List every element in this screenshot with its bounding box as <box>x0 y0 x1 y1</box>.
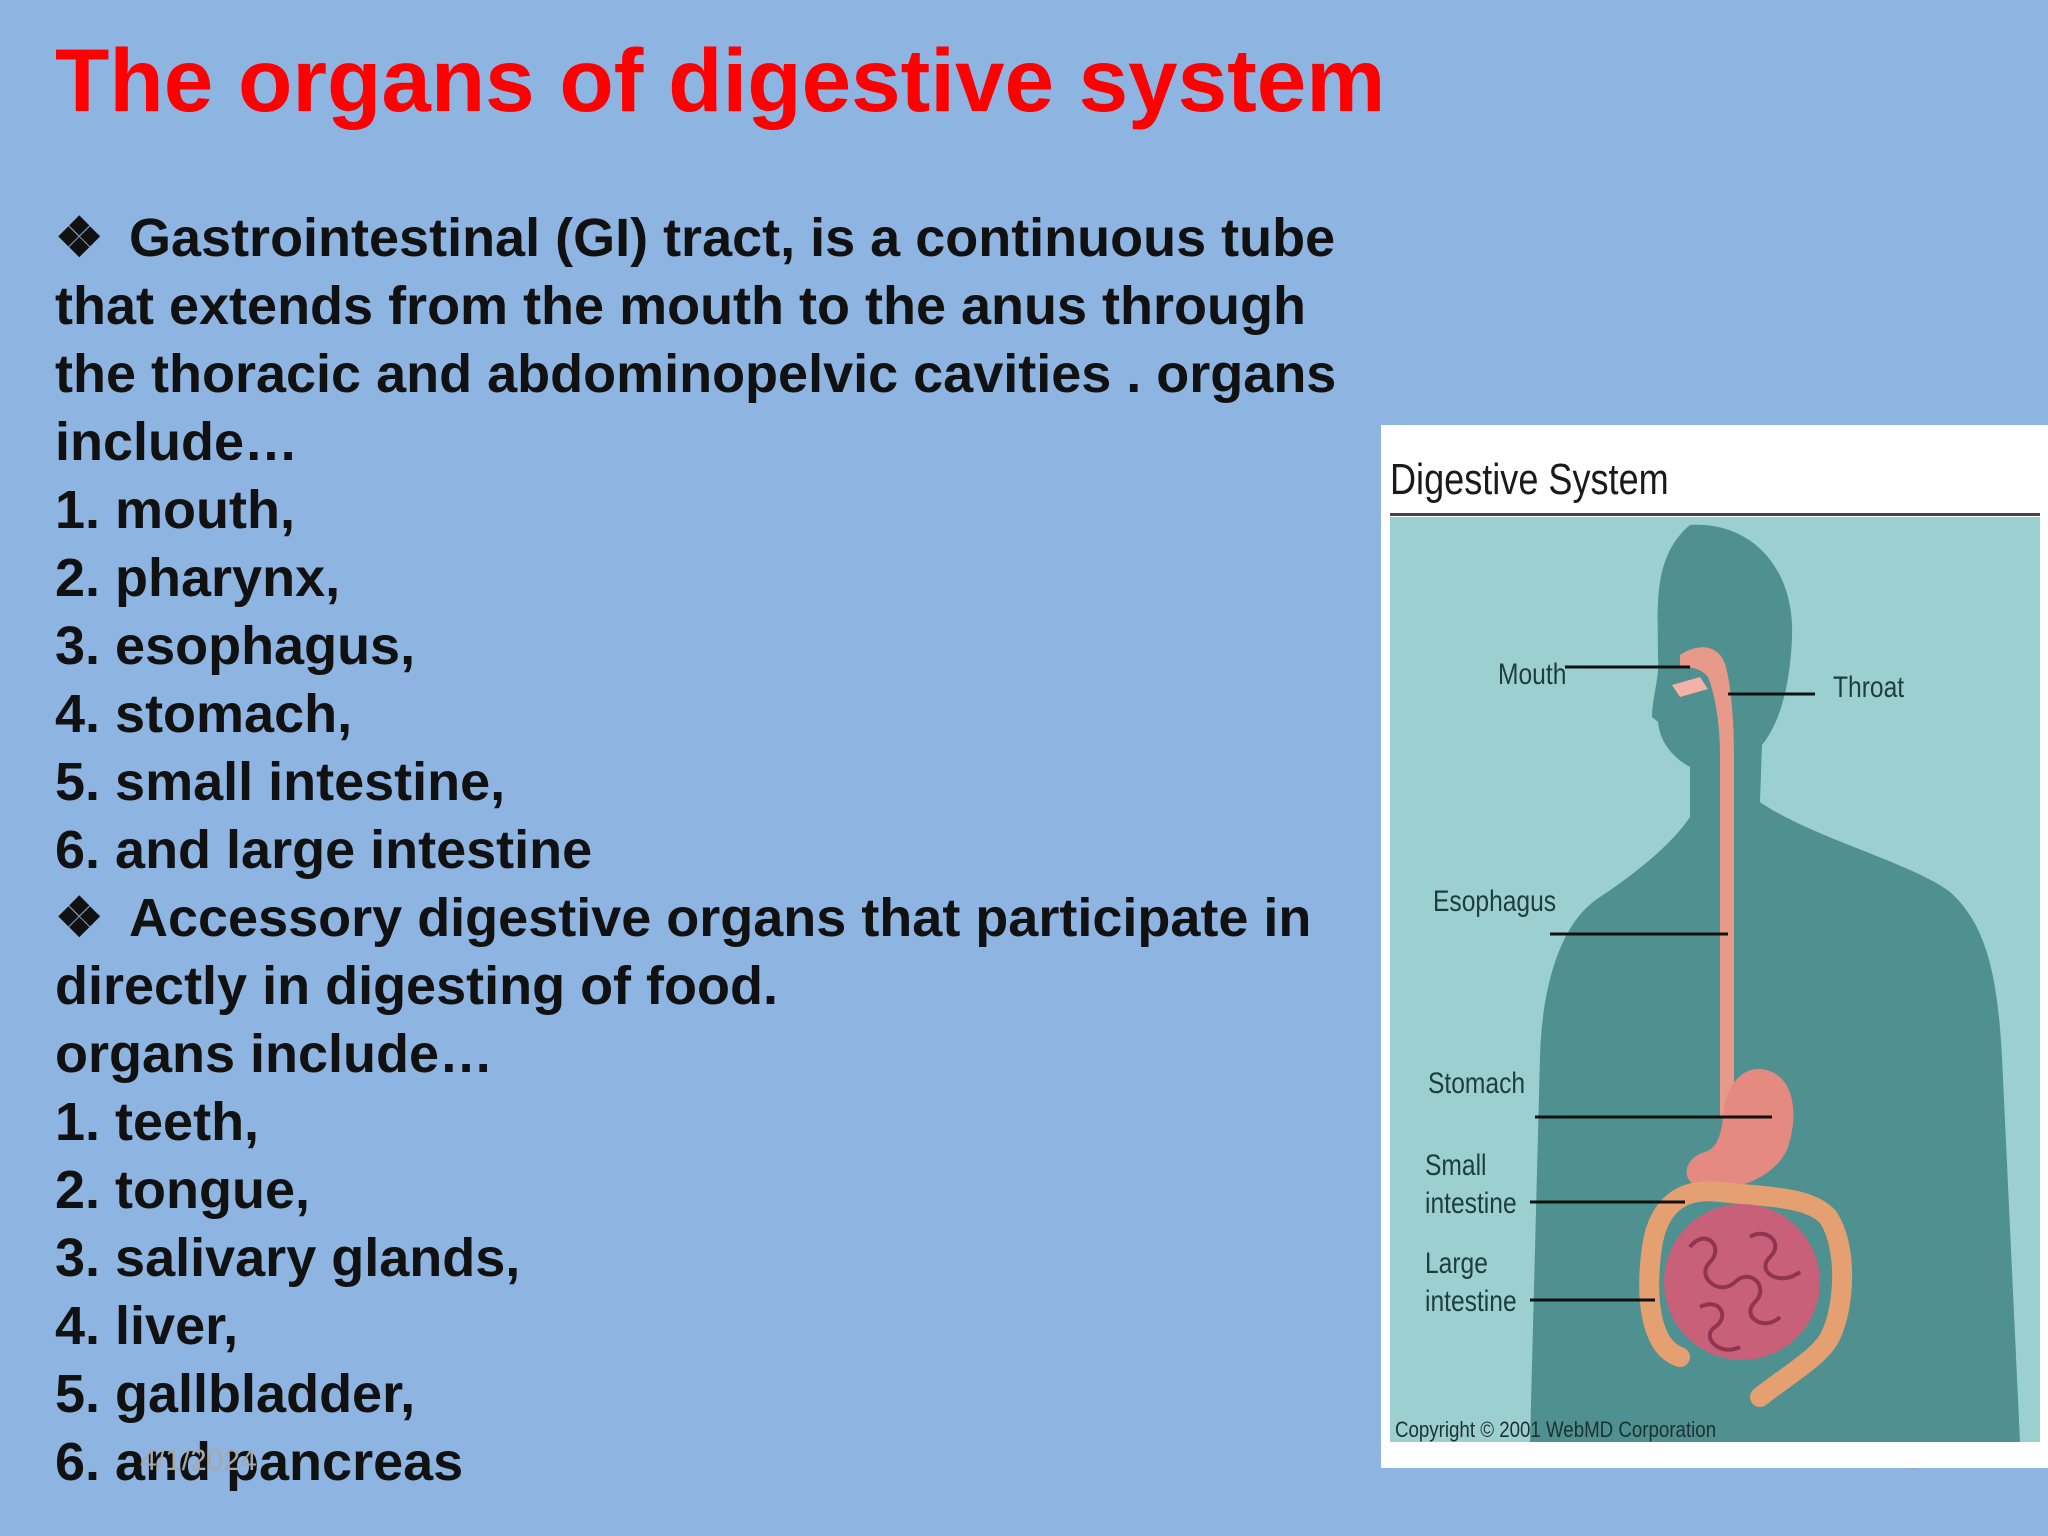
small-intestine-label-line1: Small <box>1425 1149 1487 1182</box>
small-intestine-label-line2: intestine <box>1425 1187 1517 1220</box>
text-line: Gastrointestinal (GI) tract, is a contin… <box>129 208 1336 268</box>
slide-body: ❖ Gastrointestinal (GI) tract, is a conti… <box>55 204 1415 1496</box>
list-item: 5. gallbladder, <box>55 1364 416 1424</box>
list-item: 1. mouth, <box>55 480 295 540</box>
list-item: 1. teeth, <box>55 1092 260 1152</box>
large-intestine-shape <box>1639 1181 1853 1407</box>
slide-title: The organs of digestive system <box>55 30 1386 130</box>
list-item: 2. pharynx, <box>55 548 341 608</box>
list-item: 4. liver, <box>55 1296 239 1356</box>
footer-date: 4/1/2024 <box>140 1444 257 1477</box>
text-line: organs include… <box>55 1024 494 1084</box>
copyright-notice: Copyright © 2001 WebMD Corporation <box>1395 1417 1717 1442</box>
list-item: 3. esophagus, <box>55 616 416 676</box>
bullet-line: ❖ Accessory digestive organs that partici… <box>55 884 1415 952</box>
anatomy-svg <box>1390 517 2040 1442</box>
mouth-label: Mouth <box>1498 658 1567 691</box>
diamond-bullet-icon: ❖ <box>55 208 104 268</box>
throat-tract <box>1680 647 1734 1117</box>
large-intestine-label-line1: Large <box>1425 1247 1488 1280</box>
stomach-label: Stomach <box>1428 1067 1526 1100</box>
small-intestine-shape <box>1664 1204 1820 1360</box>
esophagus-label: Esophagus <box>1433 885 1557 918</box>
mouth-shape <box>1672 677 1708 697</box>
anatomy-illustration <box>1390 517 2040 1442</box>
list-item: 3. salivary glands, <box>55 1228 521 1288</box>
text-line: include… <box>55 412 299 472</box>
figure-title: Digestive System <box>1390 455 1669 504</box>
list-item: 4. stomach, <box>55 684 353 744</box>
large-intestine-label-line2: intestine <box>1425 1285 1517 1318</box>
text-line: that extends from the mouth to the anus … <box>55 276 1306 336</box>
digestive-system-figure: Digestive System Mouth Throat Esophagus … <box>1381 425 2048 1468</box>
list-item: 2. tongue, <box>55 1160 310 1220</box>
stomach-shape <box>1686 1068 1794 1190</box>
diamond-bullet-icon: ❖ <box>55 888 104 948</box>
throat-label: Throat <box>1833 671 1905 704</box>
small-intestine-coils <box>1688 1231 1802 1352</box>
text-line: directly in digesting of food. <box>55 956 778 1016</box>
bullet-line: ❖ Gastrointestinal (GI) tract, is a conti… <box>55 204 1415 272</box>
text-line: the thoracic and abdominopelvic cavities… <box>55 344 1337 404</box>
list-item: 6. and large intestine <box>55 820 593 880</box>
list-item: 6. and pancreas <box>55 1432 464 1492</box>
text-line: Accessory digestive organs that particip… <box>129 888 1312 948</box>
list-item: 5. small intestine, <box>55 752 506 812</box>
figure-divider <box>1390 513 2040 516</box>
